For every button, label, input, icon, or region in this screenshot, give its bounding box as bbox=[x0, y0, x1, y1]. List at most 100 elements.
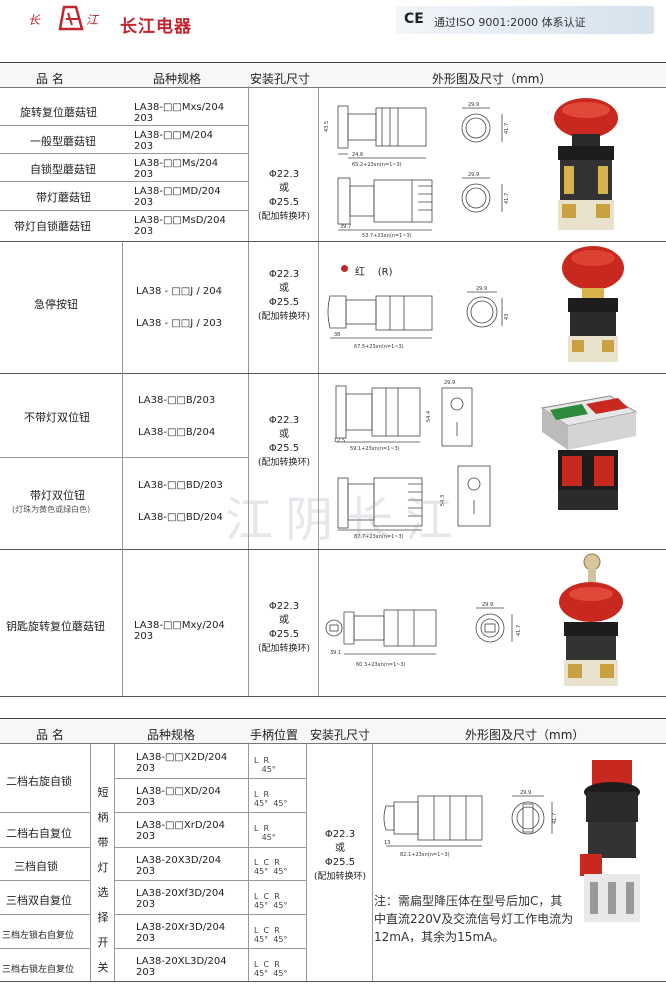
handle-position: L R 45° 45° bbox=[254, 790, 288, 808]
product-name: 三档右锁左自复位 bbox=[2, 965, 75, 975]
product-model: LA38-□□XD/204 203 bbox=[136, 786, 221, 808]
mounting-hole-size: Φ22.3 或 Φ25.5 (配加转换环) bbox=[313, 829, 367, 882]
product-model: LA38-□□MsD/204 203 bbox=[134, 215, 226, 237]
svg-text:29.9: 29.9 bbox=[468, 172, 479, 178]
iso-certification: 通过ISO 9001:2000 体系认证 bbox=[434, 16, 586, 29]
col-name-header: 品 名 bbox=[36, 72, 64, 86]
grid-vline bbox=[372, 744, 373, 982]
grid-vline bbox=[248, 88, 249, 696]
mounting-hole-size: Φ22.3 或 Φ25.5 (配加转换环) bbox=[257, 169, 311, 222]
product-name: 自锁型蘑菇钮 bbox=[30, 163, 96, 176]
product-name: 三档左锁右自复位 bbox=[2, 931, 75, 941]
grid-hline bbox=[0, 981, 666, 982]
grid-hline bbox=[0, 549, 666, 550]
svg-text:29.9: 29.9 bbox=[444, 380, 455, 386]
col-name-header: 品 名 bbox=[36, 728, 64, 742]
product-model: LA38-□□Ms/204 203 bbox=[134, 158, 219, 180]
product-name: 旋转复位蘑菇钮 bbox=[20, 106, 97, 119]
product-model: LA38-□□XrD/204 203 bbox=[136, 820, 225, 842]
svg-text:24.6: 24.6 bbox=[352, 152, 363, 158]
svg-text:41.7: 41.7 bbox=[552, 813, 558, 824]
grid-hline bbox=[0, 880, 90, 881]
certification-bar: CE 通过ISO 9001:2000 体系认证 bbox=[396, 6, 654, 34]
svg-text:13: 13 bbox=[384, 840, 390, 846]
product-name: 带灯蘑菇钮 bbox=[36, 191, 91, 204]
handle-position: L R 45° bbox=[254, 824, 276, 842]
product-model: LA38-20X3D/204 203 bbox=[136, 855, 222, 877]
col-hole-header: 安装孔尺寸 bbox=[310, 728, 371, 742]
ce-mark: CE bbox=[404, 11, 424, 27]
svg-text:29.9: 29.9 bbox=[476, 286, 487, 292]
color-legend: 红 (R) bbox=[355, 267, 393, 278]
product-model: LA38-□□X2D/204 203 bbox=[136, 752, 228, 774]
product-model: LA38 - □□J / 204 LA38 - □□J / 203 bbox=[136, 286, 222, 329]
brand-name: 长江电器 bbox=[120, 17, 192, 37]
red-indicator-dot bbox=[341, 265, 348, 272]
svg-text:87.7+23xn(n=1~3): 87.7+23xn(n=1~3) bbox=[354, 534, 404, 540]
svg-text:43: 43 bbox=[504, 314, 510, 320]
product-name: 二档右自复位 bbox=[6, 827, 72, 840]
svg-text:43.5: 43.5 bbox=[324, 121, 330, 132]
product-note: (灯珠为黄色或绿白色) bbox=[12, 505, 91, 514]
handle-position: L C R 45° 45° bbox=[254, 858, 288, 876]
col-model-header: 品种规格 bbox=[147, 728, 196, 742]
product-name: 带灯自锁蘑菇钮 bbox=[14, 220, 91, 233]
product-model: LA38-□□Mxs/204 203 bbox=[134, 102, 225, 124]
svg-text:41.7: 41.7 bbox=[516, 625, 522, 636]
selector-switch-photo bbox=[580, 760, 640, 922]
svg-text:29.9: 29.9 bbox=[482, 602, 493, 608]
handle-position: L C R 45° 45° bbox=[254, 926, 288, 944]
grid-vline bbox=[318, 88, 319, 696]
emergency-stop-drawing: 38 67.5+23xn(n=1~3) 29.9 43 bbox=[327, 286, 510, 350]
grid-hline bbox=[114, 847, 306, 848]
product-name: 一般型蘑菇钮 bbox=[30, 135, 96, 148]
svg-text:41.7: 41.7 bbox=[504, 193, 510, 204]
mounting-hole-size: Φ22.3 或 Φ25.5 (配加转换环) bbox=[257, 601, 311, 654]
product-model: LA38-20Xr3D/204 203 bbox=[136, 922, 226, 944]
selector-switch-drawing: 29.9 41.7 13 82.1+23xn(n=1~3) bbox=[383, 790, 558, 858]
grid-hline bbox=[0, 812, 90, 813]
product-name: 三档自锁 bbox=[14, 860, 58, 873]
grid-hline bbox=[0, 210, 248, 211]
grid-hline bbox=[0, 948, 90, 949]
grid-hline bbox=[0, 153, 248, 154]
svg-text:54.3: 54.3 bbox=[440, 495, 446, 506]
product-name: 不带灯双位钮 bbox=[24, 411, 90, 424]
svg-text:39.7: 39.7 bbox=[340, 224, 351, 230]
grid-hline bbox=[0, 847, 90, 848]
mounting-hole-size: Φ22.3 或 Φ25.5 (配加转换环) bbox=[257, 269, 311, 322]
double-button-drawing: 29.9 54.4 12.5 59.1+23xn(n=1~3) 54.3 87.… bbox=[334, 380, 491, 540]
svg-text:12.5: 12.5 bbox=[334, 438, 345, 444]
grid-vline bbox=[90, 744, 91, 982]
watermark: 江阴长江 bbox=[225, 492, 466, 548]
grid-vline bbox=[306, 744, 307, 982]
grid-hline bbox=[0, 914, 90, 915]
grid-hline bbox=[114, 914, 306, 915]
handle-position: L R 45° bbox=[254, 756, 276, 774]
mushroom-button-photo bbox=[554, 98, 618, 230]
product-model: LA38-□□Mxy/204 203 bbox=[134, 620, 225, 642]
product-model: LA38-20Xf3D/204 203 bbox=[136, 888, 225, 910]
svg-text:38: 38 bbox=[334, 332, 340, 338]
handle-position: L C R 45° 45° bbox=[254, 960, 288, 978]
footnote: 注：需扁型降压体在型号后加C，其中直流220V及交流信号灯工作电流为12mA，其… bbox=[374, 894, 574, 944]
svg-text:67.5+23xn(n=1~3): 67.5+23xn(n=1~3) bbox=[354, 344, 404, 350]
col-outline-header: 外形图及尺寸（mm） bbox=[465, 728, 585, 742]
grid-hline bbox=[0, 373, 666, 374]
grid-vline bbox=[114, 744, 115, 982]
product-name: 二档右旋自锁 bbox=[6, 775, 72, 788]
group-label-vertical: 短柄 带灯 选择 开关 bbox=[97, 786, 109, 974]
grid-vline bbox=[248, 744, 249, 982]
svg-text:54.4: 54.4 bbox=[426, 411, 432, 422]
svg-text:59.1+23xn(n=1~3): 59.1+23xn(n=1~3) bbox=[350, 446, 400, 452]
key-mushroom-button-photo bbox=[559, 553, 623, 686]
product-model: LA38-□□BD/203 LA38-□□BD/204 bbox=[138, 480, 223, 523]
logo-char-right: 江 bbox=[86, 13, 100, 27]
svg-text:39.1: 39.1 bbox=[330, 650, 341, 656]
grid-hline bbox=[0, 181, 248, 182]
col-outline-header: 外形图及尺寸（mm） bbox=[432, 72, 552, 86]
svg-text:29.9: 29.9 bbox=[468, 102, 479, 108]
grid-hline bbox=[114, 948, 306, 949]
product-model: LA38-□□M/204 203 bbox=[134, 130, 213, 152]
